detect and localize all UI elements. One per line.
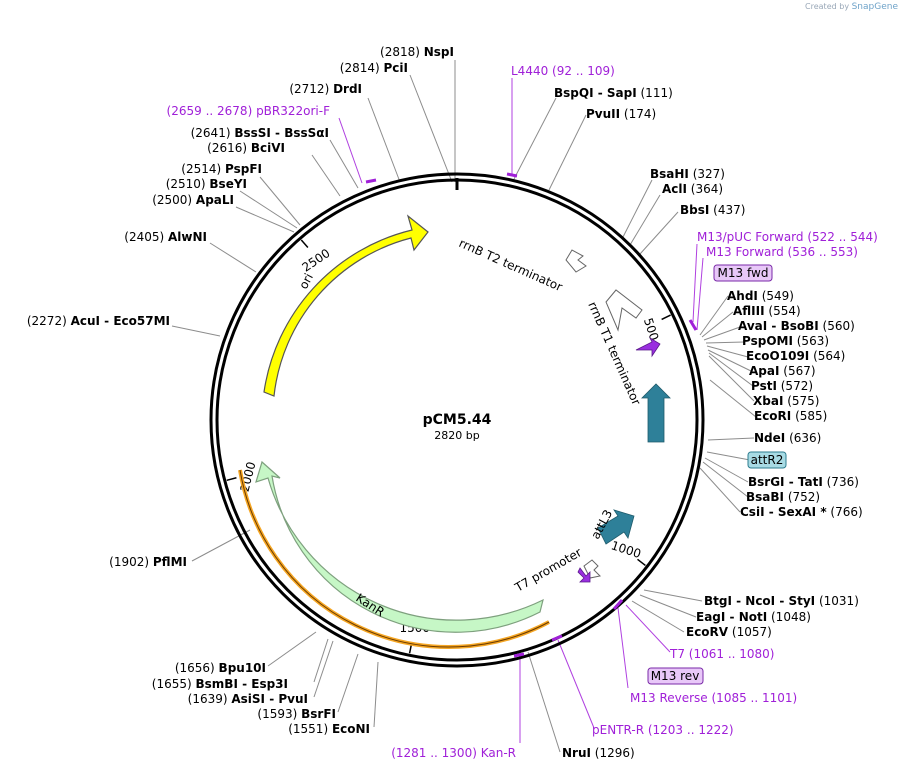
site-label-xbai[interactable]: XbaI (575)	[753, 394, 820, 408]
site-label-t7[interactable]: T7 (1061 .. 1080)	[669, 647, 774, 661]
site-label-ecorv[interactable]: EcoRV (1057)	[686, 625, 772, 639]
site-label-ndei[interactable]: NdeI (636)	[754, 431, 821, 445]
feature-attl3[interactable]	[597, 509, 635, 545]
site-label-bsssi[interactable]: (2641) BssSI - BssSαI	[191, 126, 329, 140]
attr2-arrow	[641, 383, 671, 443]
site-label-bsrgi[interactable]: BsrGI - TatI (736)	[748, 475, 859, 489]
site-label-acli[interactable]: AclI (364)	[662, 182, 723, 196]
tick-label-500: 500	[641, 316, 661, 342]
site-label-kan-r[interactable]: (1281 .. 1300) Kan-R	[391, 746, 516, 760]
feature-ori-label: ori	[296, 271, 316, 291]
tick-mark-2500	[300, 239, 309, 249]
site-label-csii[interactable]: CsiI - SexAI * (766)	[740, 505, 863, 519]
site-label-pentr-r[interactable]: pENTR-R (1203 .. 1222)	[592, 723, 734, 737]
feature-kanr[interactable]	[255, 460, 544, 633]
site-label-avai[interactable]: AvaI - BsoBI (560)	[738, 319, 855, 333]
site-label-ecori[interactable]: EcoRI (585)	[754, 409, 827, 423]
feature-rrnb-t2-label: rrnB T2 terminator	[457, 236, 565, 294]
site-label-m13-forward[interactable]: M13 Forward (536 .. 553)	[706, 245, 858, 259]
plasmid-length: 2820 bp	[434, 429, 479, 442]
site-label-asisi[interactable]: (1639) AsiSI - PvuI	[188, 692, 308, 706]
site-label-pbr322ori-f[interactable]: (2659 .. 2678) pBR322ori-F	[167, 104, 331, 118]
box-m13-fwd-label: M13 fwd	[718, 266, 769, 280]
site-label-pflmi[interactable]: (1902) PflMI	[109, 555, 187, 569]
site-label-btgi[interactable]: BtgI - NcoI - StyI (1031)	[704, 594, 859, 608]
tick-label-1000: 1000	[609, 538, 642, 561]
feature-ori[interactable]	[263, 214, 429, 397]
site-label-l4440[interactable]: L4440 (92 .. 109)	[511, 64, 615, 78]
site-label-nrui[interactable]: NruI (1296)	[562, 746, 635, 760]
site-label-bsahi[interactable]: BsaHI (327)	[650, 167, 725, 181]
backbone-outer	[209, 172, 705, 668]
feature-kanr-label: KanR	[353, 591, 387, 620]
site-label-m13-reverse[interactable]: M13 Reverse (1085 .. 1101)	[630, 691, 797, 705]
site-label-acui[interactable]: (2272) AcuI - Eco57MI	[27, 314, 170, 328]
box-m13-fwd[interactable]: M13 fwd	[713, 264, 773, 282]
box-attr2-label: attR2	[751, 453, 784, 467]
site-label-apai[interactable]: ApaI (567)	[749, 364, 816, 378]
site-label-apali[interactable]: (2500) ApaLI	[152, 193, 234, 207]
feature-t7-promoter-label: T7 promoter	[512, 545, 584, 595]
tick-label-2500: 2500	[300, 246, 333, 275]
plasmid-name: pCM5.44	[423, 412, 492, 428]
site-label-bsrfi[interactable]: (1593) BsrFI	[257, 707, 336, 721]
site-label-pvuii[interactable]: PvuII (174)	[586, 107, 656, 121]
snapgene-credit: Created by SnapGene	[805, 2, 898, 12]
feature-rrnb-t2[interactable]	[565, 249, 587, 273]
site-label-drdi[interactable]: (2712) DrdI	[289, 82, 362, 96]
lac-operator-arrow	[635, 336, 661, 358]
credit-created-by: Created by	[805, 2, 850, 11]
site-label-bsmbi[interactable]: (1655) BsmBI - Esp3I	[152, 677, 288, 691]
box-attr2[interactable]: attR2	[747, 451, 787, 469]
t7-small-arrow	[577, 567, 591, 583]
bp-ticks: 5001000150020002500	[226, 239, 671, 654]
site-label-psti[interactable]: PstI (572)	[751, 379, 813, 393]
site-label-ahdi[interactable]: AhdI (549)	[727, 289, 794, 303]
site-label-bseyi[interactable]: (2510) BseYI	[166, 177, 247, 191]
site-label-pspomi[interactable]: PspOMI (563)	[742, 334, 829, 348]
site-label-econi[interactable]: (1551) EcoNI	[288, 722, 370, 736]
site-label-pcii[interactable]: (2814) PciI	[340, 61, 408, 75]
site-label-bsabi[interactable]: BsaBI (752)	[746, 490, 820, 504]
site-label-eagi[interactable]: EagI - NotI (1048)	[696, 610, 811, 624]
tick-mark-2000	[226, 477, 237, 482]
site-label-ecoo109i[interactable]: EcoO109I (564)	[746, 349, 845, 363]
site-label-bcivi[interactable]: (2616) BciVI	[207, 141, 285, 155]
site-labels: (2818) NspI (2814) PciI (2712) DrdI (2659 .…	[27, 45, 878, 760]
site-label-alwni[interactable]: (2405) AlwNI	[124, 230, 207, 244]
feature-rrnb-t1[interactable]	[605, 289, 643, 332]
site-label-m13-puc-forward[interactable]: M13/pUC Forward (522 .. 544)	[697, 230, 878, 244]
site-label-pspfi[interactable]: (2514) PspFI	[181, 162, 262, 176]
tick-mark-1000	[637, 558, 646, 567]
credit-brand: SnapGene	[851, 2, 898, 12]
tick-mark-500	[661, 314, 671, 321]
box-m13-rev[interactable]: M13 rev	[647, 667, 704, 685]
site-label-bbsi[interactable]: BbsI (437)	[680, 203, 745, 217]
site-label-afliii[interactable]: AflIII (554)	[733, 304, 801, 318]
primer-marks	[365, 172, 698, 658]
site-label-bpu10i[interactable]: (1656) Bpu10I	[175, 661, 266, 675]
site-label-nspi[interactable]: (2818) NspI	[380, 45, 454, 59]
site-label-bspqi[interactable]: BspQI - SapI (111)	[554, 86, 673, 100]
box-m13-rev-label: M13 rev	[651, 669, 700, 683]
